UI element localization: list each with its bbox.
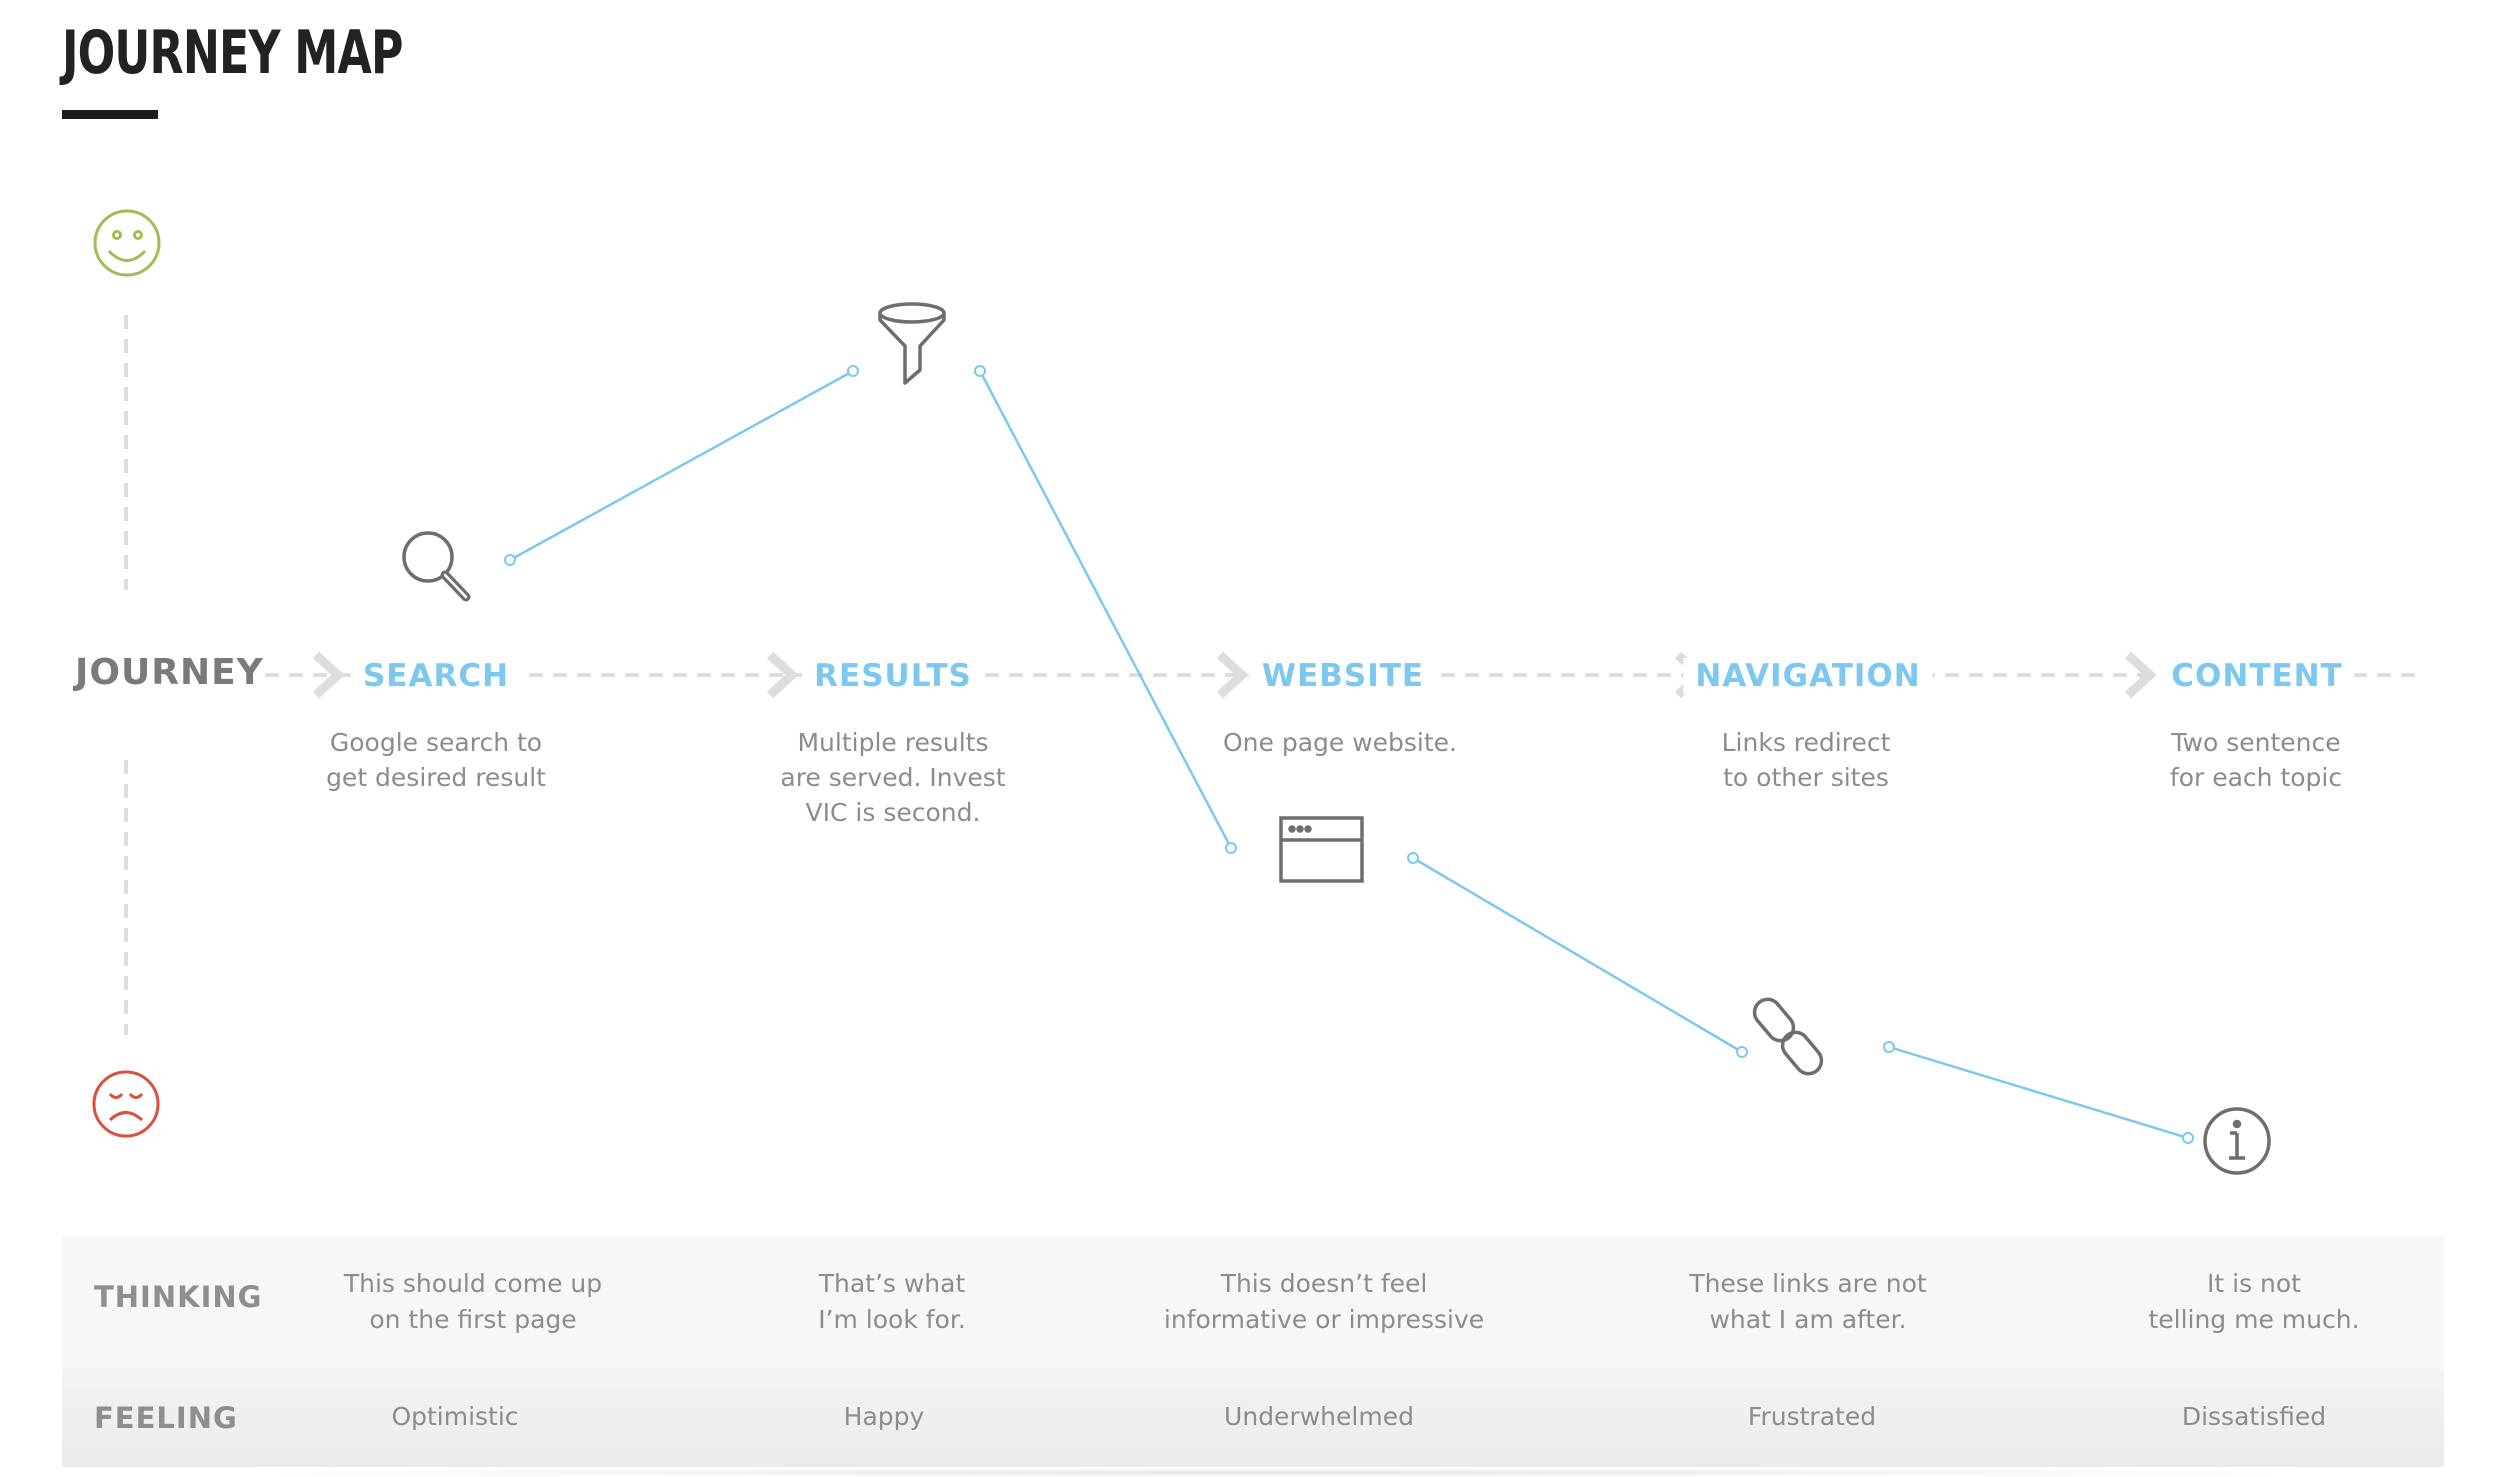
stage-description-search: Google search to get desired result (326, 728, 546, 792)
thinking-cell: This doesn’t feel informative or impress… (1163, 1269, 1485, 1334)
connector-endpoint (1736, 1046, 1748, 1058)
thinking-row: THINKING This should come up on the firs… (62, 1236, 2444, 1369)
emotion-connector-line (978, 370, 1233, 849)
feeling-cell: Frustrated (1747, 1402, 1877, 1431)
thinking-cell: That’s what I’m look for. (818, 1269, 966, 1334)
emotion-connector-line (1412, 856, 1743, 1054)
feeling-cell: Happy (843, 1402, 925, 1431)
happy-face-icon (93, 209, 161, 277)
funnel-icon (878, 302, 946, 385)
title-underline (62, 110, 158, 119)
thinking-cell: These links are not what I am after. (1689, 1269, 1927, 1334)
chevron-right-icon (312, 651, 345, 699)
stage-label-search: SEARCH (350, 658, 522, 694)
emotion-connector-line (1888, 1045, 2189, 1140)
stage-description-website: One page website. (1222, 728, 1458, 757)
connector-endpoint (974, 365, 986, 377)
connector-endpoint (1883, 1041, 1895, 1053)
sad-face-icon (92, 1070, 160, 1138)
table-shadow (200, 1468, 2350, 1477)
stage-label-website: WEBSITE (1249, 658, 1437, 694)
stage-description-content: Two sentence for each topic (2169, 728, 2343, 792)
thinking-cell: This should come up on the first page (343, 1269, 603, 1334)
feeling-cell: Dissatisfied (2181, 1402, 2327, 1431)
feeling-row: FEELING Optimistic Happy Underwhelmed Fr… (62, 1369, 2444, 1467)
stage-label-navigation: NAVIGATION (1683, 658, 1933, 694)
thinking-label: THINKING (94, 1280, 263, 1314)
stage-description-navigation: Links redirect to other sites (1721, 728, 1891, 792)
emotion-connectors (504, 365, 2194, 1144)
connector-endpoint (847, 365, 859, 377)
browser-window-icon (1279, 816, 1364, 883)
chevron-right-icon (766, 651, 799, 699)
feeling-cell: Optimistic (391, 1402, 519, 1431)
info-icon (2203, 1107, 2271, 1175)
chevron-right-icon (1216, 651, 1249, 699)
stage-label-results: RESULTS (802, 658, 984, 694)
feeling-cell: Underwhelmed (1224, 1402, 1414, 1431)
connector-endpoint (504, 554, 516, 566)
connector-endpoint (1407, 852, 1419, 864)
stage-description-results: Multiple results are served. Invest VIC … (780, 728, 1006, 827)
connector-endpoint (1225, 842, 1237, 854)
journey-row-label: JOURNEY (75, 652, 264, 693)
feeling-label: FEELING (94, 1401, 238, 1435)
thinking-cell: It is not telling me much. (2148, 1269, 2360, 1334)
page-title: JOURNEY MAP (62, 18, 403, 88)
link-chain-icon (1752, 997, 1824, 1076)
stage-label-content: CONTENT (2159, 658, 2355, 694)
chevron-right-icon (2124, 651, 2157, 699)
emotion-connector-line (509, 369, 854, 562)
thinking-feeling-table: THINKING This should come up on the firs… (62, 1236, 2444, 1467)
connector-endpoint (2182, 1132, 2194, 1144)
magnifier-icon (402, 531, 471, 602)
